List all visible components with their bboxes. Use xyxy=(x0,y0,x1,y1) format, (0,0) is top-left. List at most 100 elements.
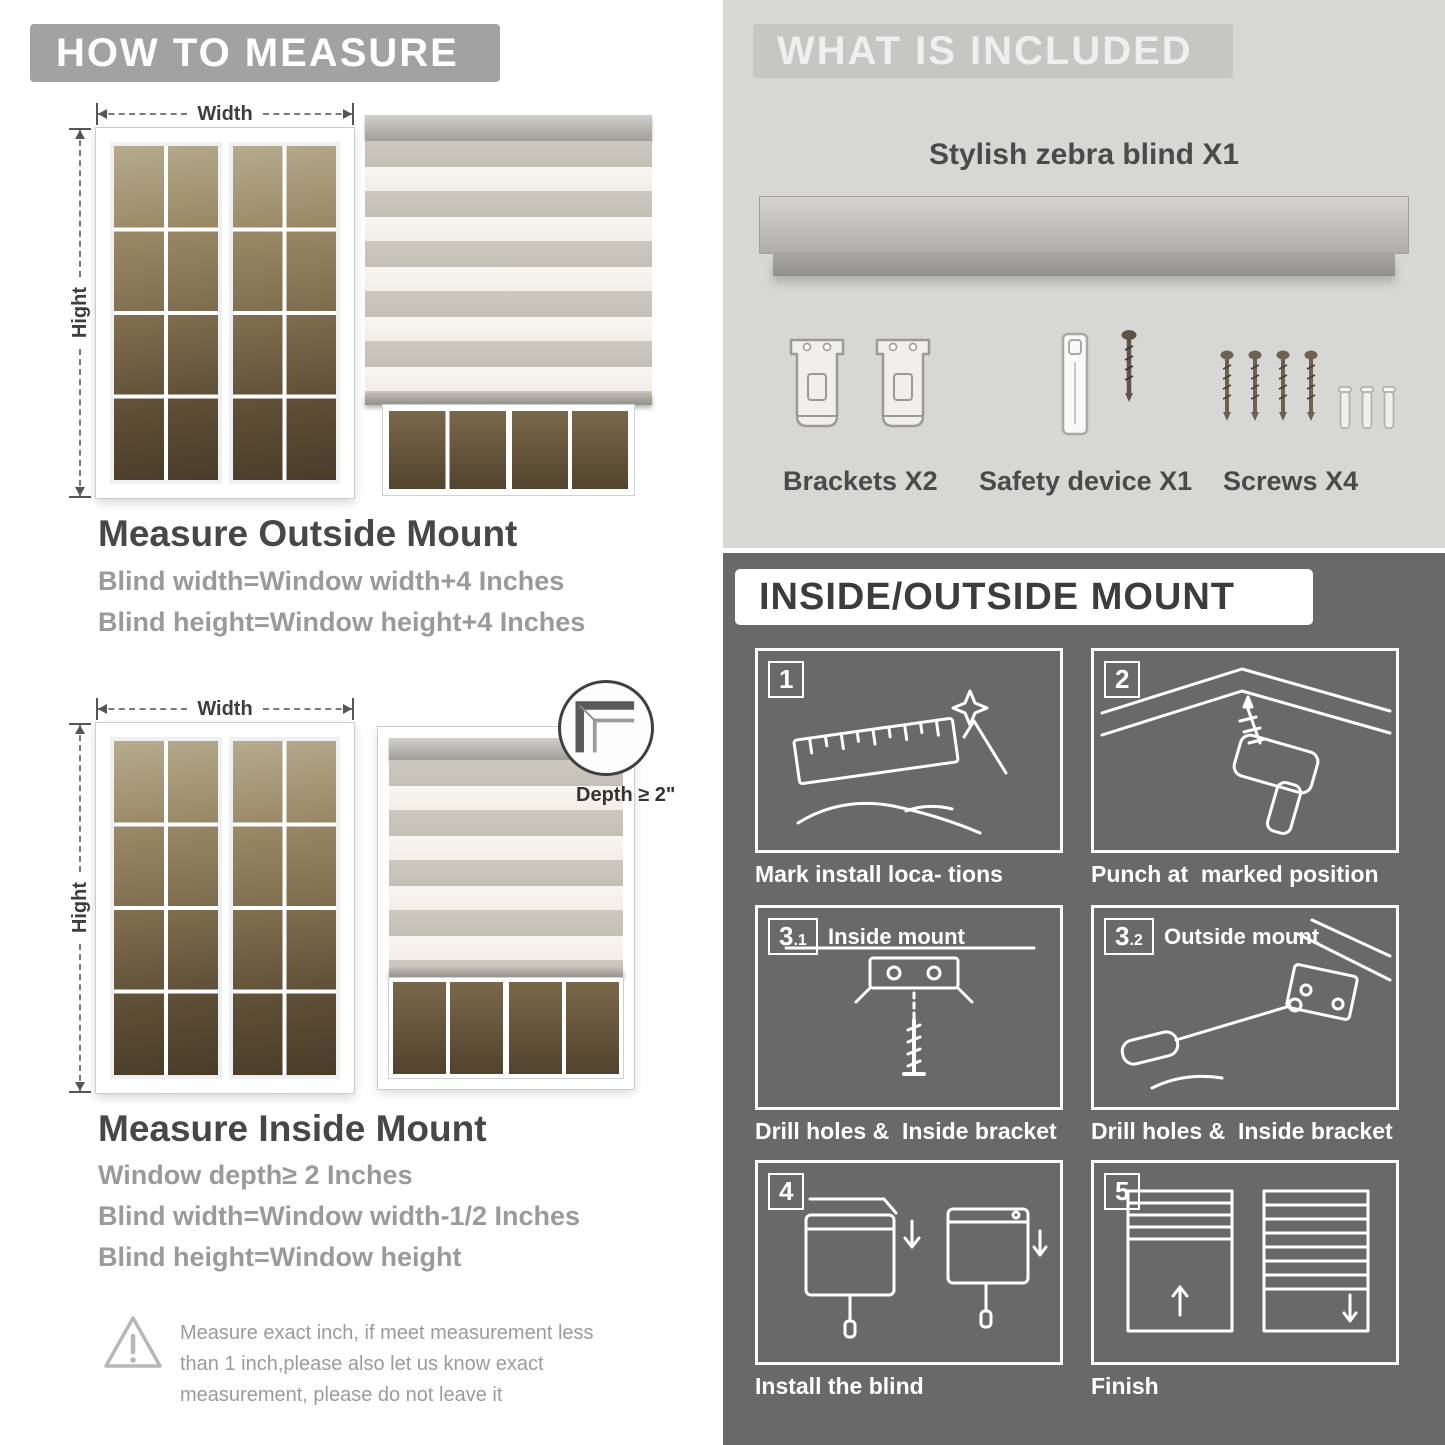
blind-bottom-rail xyxy=(389,968,623,978)
step-5-panel: 5 xyxy=(1091,1160,1399,1365)
step-2: 2 Punch at marked position xyxy=(1091,648,1399,888)
height-arrow-line-top xyxy=(75,130,85,278)
zebra-blind-stripes xyxy=(389,760,623,968)
headrail-bar xyxy=(759,196,1409,254)
step-4: 4 Install the blind xyxy=(755,1160,1063,1400)
step-number-sub: .1 xyxy=(793,932,807,949)
step-5: 5 Finish xyxy=(1091,1160,1399,1400)
window-casement xyxy=(393,982,503,1074)
width-label: Width xyxy=(197,102,253,125)
outside-mount-title: Measure Outside Mount xyxy=(98,513,518,554)
zebra-blind-stripes xyxy=(365,141,652,393)
outside-mount-label: Outside mount xyxy=(1164,924,1320,949)
blind-cassette xyxy=(365,115,652,141)
mount-section-title: INSIDE/OUTSIDE MOUNT xyxy=(759,575,1236,618)
step-number-badge: 3.1 xyxy=(768,918,818,955)
what-is-included-section: WHAT IS INCLUDED Stylish zebra blind X1 xyxy=(723,0,1445,548)
width-arrow: Width xyxy=(96,698,354,720)
step-number: 5 xyxy=(1115,1176,1130,1206)
step-number: 3 xyxy=(1115,921,1130,951)
safety-device-illustration xyxy=(1053,328,1139,440)
window-casement xyxy=(110,142,222,484)
inside-mount-blind-illustration xyxy=(378,727,634,1089)
window-illustration xyxy=(96,723,354,1093)
step-number-badge: 2 xyxy=(1104,661,1141,698)
mount-section-banner: INSIDE/OUTSIDE MOUNT xyxy=(735,569,1313,625)
window-under-blind xyxy=(383,405,634,495)
inside-bracket-illustration xyxy=(784,946,1036,1076)
step-4-panel: 4 xyxy=(755,1160,1063,1365)
outside-bracket-illustration xyxy=(1120,918,1392,1090)
screws-label: Screws X4 xyxy=(1223,466,1359,496)
width-arrow-line-right xyxy=(262,109,353,119)
drill-illustration xyxy=(1100,667,1392,835)
step-3-2: 3.2 Outside mount Drill holes & Inside b… xyxy=(1091,905,1399,1145)
height-arrow: Hight xyxy=(69,128,91,498)
blind-bottom-rail xyxy=(365,393,652,405)
window-casement xyxy=(389,411,506,489)
step-3-1-panel: 3.1 Inside mount xyxy=(755,905,1063,1110)
step-caption: Punch at marked position xyxy=(1091,861,1379,887)
width-arrow-line-right xyxy=(262,704,353,714)
width-arrow-line-left xyxy=(98,109,188,119)
step-caption: Install the blind xyxy=(755,1373,924,1399)
brackets-illustration xyxy=(781,330,939,434)
width-label: Width xyxy=(197,697,253,720)
measure-note: Measure exact inch, if meet measurement … xyxy=(180,1322,594,1406)
what-is-included-banner: WHAT IS INCLUDED xyxy=(753,24,1233,78)
step-1-panel: 1 xyxy=(755,648,1063,853)
inside-mount-label: Inside mount xyxy=(828,924,965,949)
window-under-blind xyxy=(389,978,623,1078)
step-number: 1 xyxy=(779,664,794,694)
step-number: 3 xyxy=(779,921,794,951)
step-number: 2 xyxy=(1115,664,1130,694)
what-is-included-title: WHAT IS INCLUDED xyxy=(777,28,1193,73)
inside-mount-window-diagram: Width Hight xyxy=(68,695,354,1093)
step-3-2-panel: 3.2 Outside mount xyxy=(1091,905,1399,1110)
step-caption: Drill holes & Inside bracket xyxy=(755,1118,1057,1144)
inside-mount-title: Measure Inside Mount xyxy=(98,1108,487,1149)
step-number-badge: 1 xyxy=(768,661,805,698)
install-blind-illustration xyxy=(804,1197,1048,1339)
window-casement xyxy=(228,142,340,484)
product-name: Stylish zebra blind X1 xyxy=(928,138,1240,171)
height-label: Hight xyxy=(68,882,91,934)
step-caption: Mark install loca- tions xyxy=(755,861,1003,887)
height-arrow-line-bottom xyxy=(75,348,85,497)
window-casement xyxy=(228,737,340,1079)
window-corner-detail xyxy=(575,701,635,753)
step-1: 1 Mark install loca- tions xyxy=(755,648,1063,888)
mark-location-illustration xyxy=(792,689,1008,835)
bracket-icon xyxy=(789,338,845,428)
inside-depth-formula: Window depth≥ 2 Inches xyxy=(98,1160,413,1190)
outside-mount-window-diagram: Width Hight xyxy=(68,100,354,498)
how-to-measure-title: HOW TO MEASURE xyxy=(56,30,459,75)
step-caption: Drill holes & Inside bracket xyxy=(1091,1118,1393,1144)
window-casement xyxy=(110,737,222,1079)
bracket-icon xyxy=(875,338,931,428)
outside-height-formula: Blind height=Window height+4 Inches xyxy=(98,607,586,637)
step-2-panel: 2 xyxy=(1091,648,1399,853)
window-casement xyxy=(511,411,628,489)
screw-icon xyxy=(1121,330,1137,402)
step-number-badge: 4 xyxy=(768,1173,805,1210)
mount-steps-section: INSIDE/OUTSIDE MOUNT xyxy=(723,553,1445,1445)
step-caption: Finish xyxy=(1091,1373,1159,1399)
window-illustration xyxy=(96,128,354,498)
step-number-badge: 5 xyxy=(1104,1173,1141,1210)
depth-label: Depth ≥ 2" xyxy=(576,784,676,806)
safety-device-icon xyxy=(1061,332,1089,436)
width-arrow-line-left xyxy=(98,704,188,714)
finish-illustration xyxy=(1126,1189,1370,1333)
brackets-label: Brackets X2 xyxy=(783,466,938,496)
outside-mount-blind-illustration xyxy=(365,115,652,495)
screws-illustration xyxy=(1215,335,1405,452)
zebra-blind-headrail-illustration xyxy=(759,196,1409,276)
step-number-sub: .2 xyxy=(1129,932,1143,949)
depth-magnifier-icon xyxy=(558,680,654,776)
screws-and-anchors-icon xyxy=(1218,348,1396,429)
height-label: Hight xyxy=(68,287,91,339)
step-number: 4 xyxy=(779,1176,794,1206)
inside-width-formula: Blind width=Window width-1/2 Inches xyxy=(98,1201,581,1231)
